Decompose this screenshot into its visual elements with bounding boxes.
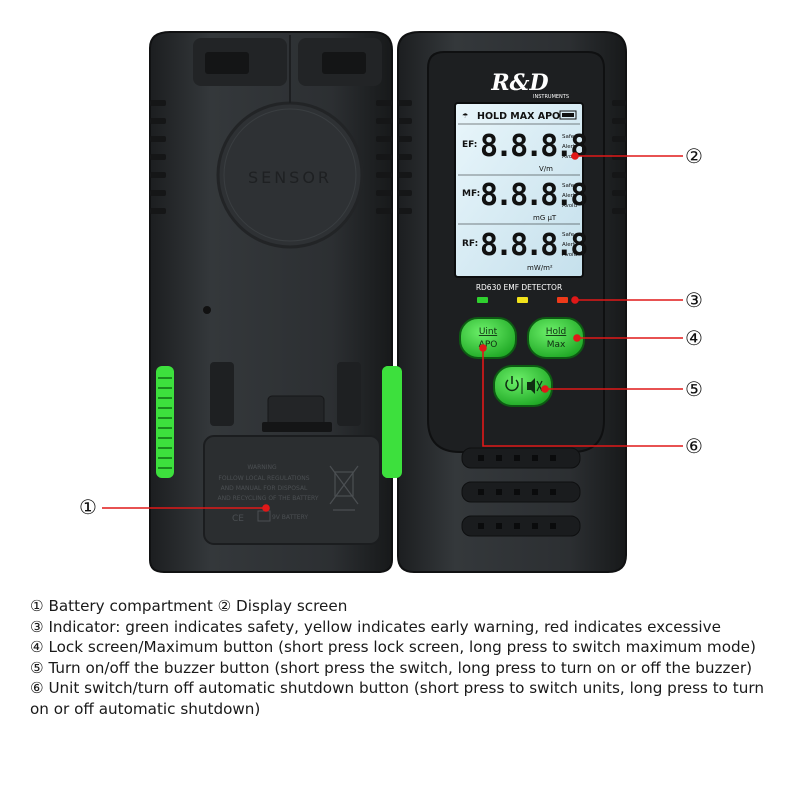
legend-descriptions: ① Battery compartment ② Display screen ③…: [30, 596, 780, 720]
svg-text:☂: ☂: [462, 112, 468, 120]
battery-warning-line2: AND MANUAL FOR DISPOSAL: [221, 485, 308, 492]
led-red: [557, 297, 568, 303]
unit-button-label: Uint: [479, 327, 498, 337]
rf-label: RF:: [462, 239, 478, 249]
lcd-display: [454, 102, 584, 278]
device-back: SENSOR WARNING FOLLOW LOCAL REGULATIONS …: [149, 31, 398, 573]
callout-3: ③: [685, 288, 703, 312]
recycle-bin-icon: [329, 465, 359, 511]
front-green-grip: [382, 366, 402, 478]
ef-unit: V/m: [539, 165, 553, 173]
sensor-label: SENSOR: [248, 168, 332, 187]
device-illustration: SENSOR WARNING FOLLOW LOCAL REGULATIONS …: [79, 31, 703, 573]
apo-button-label: APO: [479, 340, 498, 350]
device-front: R&D INSTRUMENTS ☂ HOLD MAX APO EF: 8.8.8…: [382, 31, 627, 573]
mf-label: MF:: [462, 189, 480, 199]
callout-markers: ① ② ③ ④ ⑤ ⑥: [79, 144, 703, 519]
mute-speaker-icon: [527, 378, 543, 394]
mf-tag-avoid: Avoid: [562, 203, 577, 209]
model-label: RD630 EMF DETECTOR: [476, 283, 562, 292]
legend-line-3: ④ Lock screen/Maximum button (short pres…: [30, 638, 756, 657]
led-yellow: [517, 297, 528, 303]
mf-tag-safe: Safe: [562, 183, 575, 189]
callout-2: ②: [685, 144, 703, 168]
legend-line-1: ① Battery compartment ② Display screen: [30, 597, 348, 615]
back-green-grip-left: [156, 366, 174, 478]
battery-warning-line3: AND RECYCLING OF THE BATTERY: [217, 495, 318, 502]
power-buzzer-button[interactable]: [493, 365, 553, 407]
battery-warning-title: WARNING: [247, 464, 277, 471]
rf-unit: mW/m²: [527, 264, 553, 272]
brand-logo: R&D: [490, 70, 548, 96]
front-vents: [461, 447, 581, 537]
callout-1: ①: [79, 495, 97, 519]
rf-tag-safe: Safe: [562, 232, 575, 238]
ef-tag-safe: Safe: [562, 134, 575, 140]
lcd-row-rf: RF: 8.8.8.8 Safe Alert Avoid mW/m²: [462, 228, 590, 272]
mf-digits: 8.8.8.8: [480, 178, 587, 213]
legend-line-4: ⑤ Turn on/off the buzzer button (short p…: [30, 658, 753, 677]
ef-label: EF:: [462, 140, 477, 150]
battery-level-icon: [559, 110, 577, 120]
mf-tag-alert: Alert: [562, 193, 576, 199]
callout-5: ⑤: [685, 377, 703, 401]
callout-4: ④: [685, 326, 703, 350]
lcd-header: HOLD MAX APO: [477, 111, 560, 122]
rf-tag-alert: Alert: [562, 242, 576, 248]
ef-tag-alert: Alert: [562, 144, 576, 150]
rf-tag-avoid: Avoid: [562, 252, 577, 258]
mf-unit: mG μT: [533, 214, 557, 222]
lcd-row-mf: MF: 8.8.8.8 Safe Alert Avoid mG μT: [462, 178, 590, 222]
callout-6: ⑥: [685, 434, 703, 458]
unit-apo-button[interactable]: Uint APO: [459, 317, 517, 359]
hold-max-button[interactable]: Hold Max: [527, 317, 585, 359]
max-button-label: Max: [547, 340, 566, 350]
callout-lines: [102, 152, 683, 512]
legend-line-5: ⑥ Unit switch/turn off automatic shutdow…: [30, 679, 764, 718]
ef-tag-avoid: Avoid: [562, 154, 577, 160]
hold-button-label: Hold: [546, 327, 567, 337]
product-diagram: SENSOR WARNING FOLLOW LOCAL REGULATIONS …: [79, 31, 703, 573]
brand-subtitle: INSTRUMENTS: [533, 94, 569, 100]
ce-mark: CE: [232, 514, 244, 524]
rf-digits: 8.8.8.8: [480, 228, 587, 263]
legend-line-2: ③ Indicator: green indicates safety, yel…: [30, 617, 721, 636]
battery-voltage: 9V BATTERY: [272, 514, 308, 521]
power-icon: [505, 376, 519, 392]
battery-warning-line1: FOLLOW LOCAL REGULATIONS: [218, 475, 309, 482]
led-green: [477, 297, 488, 303]
